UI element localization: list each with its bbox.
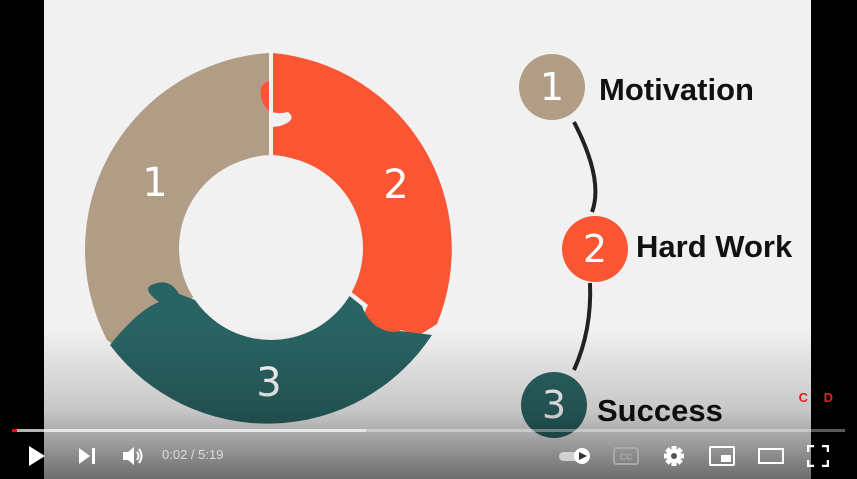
next-button[interactable]	[72, 440, 102, 472]
settings-button[interactable]	[658, 440, 690, 472]
segment-1-number: 1	[142, 160, 167, 206]
step-2-number: 2	[582, 227, 608, 271]
duration: 5:19	[198, 447, 224, 462]
puzzle-segment-2	[260, 53, 452, 336]
progress-played	[12, 429, 17, 432]
video-frame: 1 2 3 1 Motivation 2 Hard Work 3 Success	[44, 0, 811, 479]
step-2-label: Hard Work	[636, 229, 793, 264]
next-icon	[79, 448, 95, 464]
progress-loaded	[12, 429, 367, 432]
autoplay-toggle-icon	[559, 448, 590, 464]
captions-label: CC	[620, 452, 633, 462]
play-button[interactable]	[22, 440, 52, 472]
step-3-label: Success	[597, 393, 723, 428]
volume-button[interactable]	[118, 440, 148, 472]
step-1-label: Motivation	[599, 72, 754, 107]
current-time: 0:02	[162, 447, 188, 462]
puzzle-segment-1	[85, 53, 269, 363]
fullscreen-icon	[807, 445, 829, 467]
channel-watermark[interactable]: C D	[798, 390, 839, 405]
captions-button[interactable]: CC	[610, 440, 642, 472]
puzzle-ring-hole	[179, 156, 363, 340]
step-1-badge: 1	[519, 54, 585, 120]
theater-mode-button[interactable]	[754, 440, 788, 472]
theater-mode-icon	[758, 448, 784, 464]
autoplay-toggle[interactable]	[556, 440, 596, 472]
step-3-number: 3	[541, 383, 567, 427]
volume-icon	[123, 447, 143, 465]
step-2-badge: 2	[562, 216, 628, 282]
progress-bar[interactable]	[12, 429, 845, 432]
step-1-number: 1	[539, 65, 565, 109]
player-controls: 0:02 / 5:19 CC	[0, 436, 857, 476]
segment-2-number: 2	[383, 162, 408, 208]
time-display: 0:02 / 5:19	[162, 447, 223, 462]
steps-list: 1 Motivation 2 Hard Work 3 Success	[44, 0, 811, 479]
gear-icon	[664, 446, 684, 466]
fullscreen-button[interactable]	[802, 440, 834, 472]
miniplayer-icon	[709, 446, 735, 466]
play-icon	[29, 446, 45, 466]
time-separator: /	[187, 447, 199, 462]
miniplayer-button[interactable]	[705, 440, 739, 472]
captions-icon: CC	[613, 447, 639, 465]
